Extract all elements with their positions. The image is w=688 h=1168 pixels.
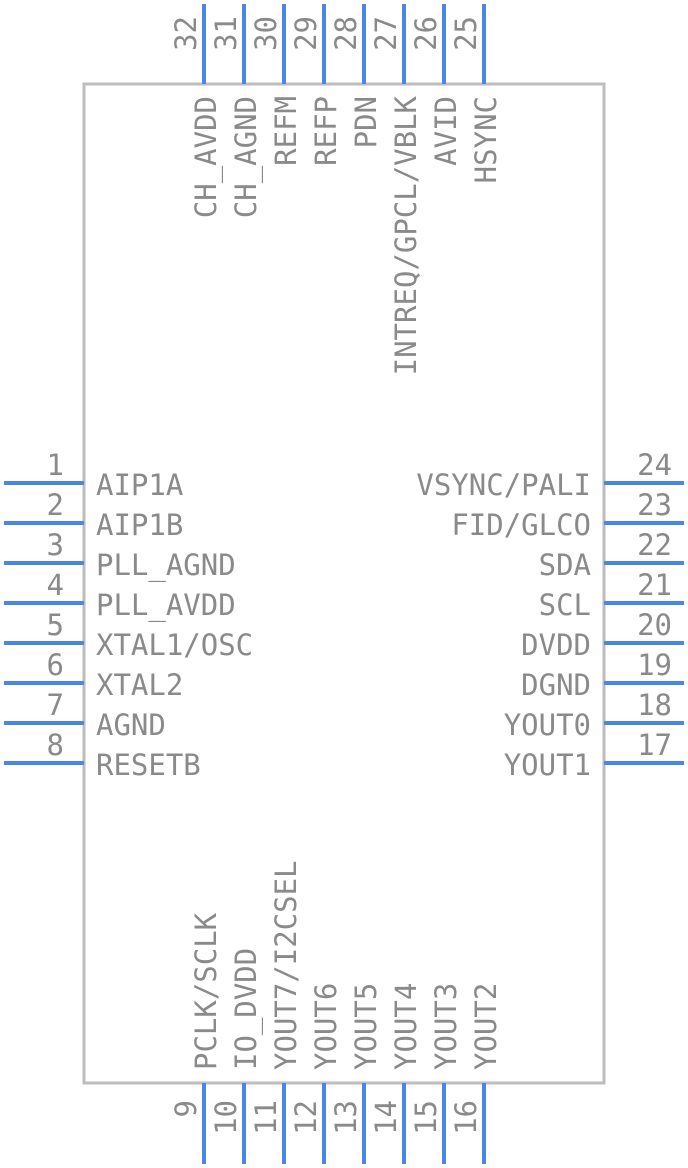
pin-5-number: 5 [47, 608, 64, 642]
pin-1-number: 1 [47, 448, 64, 482]
pin-5-name: XTAL1/OSC [96, 628, 253, 662]
pin-27-number: 27 [369, 16, 403, 51]
pin-25-number: 25 [449, 16, 483, 51]
pin-15-name: YOUT3 [429, 983, 463, 1070]
pin-18-name: YOUT0 [504, 708, 591, 742]
pin-8-name: RESETB [96, 748, 201, 782]
pin-19-number: 19 [637, 648, 672, 682]
pin-20-name: DVDD [521, 628, 591, 662]
pin-16-name: YOUT2 [469, 983, 503, 1070]
pin-28-name: PDN [349, 96, 383, 148]
pin-22-number: 22 [637, 528, 672, 562]
pin-19-name: DGND [521, 668, 591, 702]
pin-11-name: YOUT7/I2CSEL [269, 860, 303, 1070]
pin-30-name: REFM [269, 96, 303, 166]
pin-4-name: PLL_AVDD [96, 588, 236, 623]
pin-4-number: 4 [47, 568, 64, 602]
pin-21-name: SCL [539, 588, 591, 622]
pin-6-number: 6 [47, 648, 64, 682]
pin-10-name: IO_DVDD [229, 948, 264, 1070]
pin-8-number: 8 [47, 728, 64, 762]
pin-2-number: 2 [47, 488, 64, 522]
pin-29-number: 29 [289, 16, 323, 51]
pin-12-number: 12 [289, 1100, 323, 1135]
pin-16-number: 16 [449, 1100, 483, 1135]
pin-28-number: 28 [329, 16, 363, 51]
pin-29-name: REFP [309, 96, 343, 166]
pin-15-number: 15 [409, 1100, 443, 1135]
pin-7-number: 7 [47, 688, 64, 722]
pin-11-number: 11 [249, 1100, 283, 1135]
pin-14-name: YOUT4 [389, 983, 423, 1070]
pin-3-name: PLL_AGND [96, 548, 236, 583]
pin-1-name: AIP1A [96, 468, 183, 502]
pin-10-number: 10 [209, 1100, 243, 1135]
pin-27-name: INTREQ/GPCL/VBLK [389, 95, 423, 375]
pin-26-name: AVID [429, 96, 463, 166]
pin-18-number: 18 [637, 688, 672, 722]
pin-32-number: 32 [169, 16, 203, 51]
pin-26-number: 26 [409, 16, 443, 51]
pin-23-name: FID/GLCO [451, 508, 591, 542]
pin-12-name: YOUT6 [309, 983, 343, 1070]
pin-31-number: 31 [209, 16, 243, 51]
pin-22-name: SDA [539, 548, 591, 582]
pin-17-number: 17 [637, 728, 672, 762]
pin-7-name: AGND [96, 708, 166, 742]
pin-13-number: 13 [329, 1100, 363, 1135]
pin-14-number: 14 [369, 1100, 403, 1135]
pin-6-name: XTAL2 [96, 668, 183, 702]
pin-9-number: 9 [169, 1100, 203, 1117]
pin-31-name: CH_AGND [229, 96, 264, 218]
pin-24-name: VSYNC/PALI [416, 468, 591, 502]
pin-30-number: 30 [249, 16, 283, 51]
pin-2-name: AIP1B [96, 508, 183, 542]
pin-21-number: 21 [637, 568, 672, 602]
pin-9-name: PCLK/SCLK [189, 912, 223, 1070]
pin-17-name: YOUT1 [504, 748, 591, 782]
pin-24-number: 24 [637, 448, 672, 482]
ic-body [82, 82, 606, 1085]
pin-20-number: 20 [637, 608, 672, 642]
pin-25-name: HSYNC [469, 96, 503, 183]
pin-32-name: CH_AVDD [189, 96, 224, 218]
pin-23-number: 23 [637, 488, 672, 522]
pin-13-name: YOUT5 [349, 983, 383, 1070]
pin-3-number: 3 [47, 528, 64, 562]
